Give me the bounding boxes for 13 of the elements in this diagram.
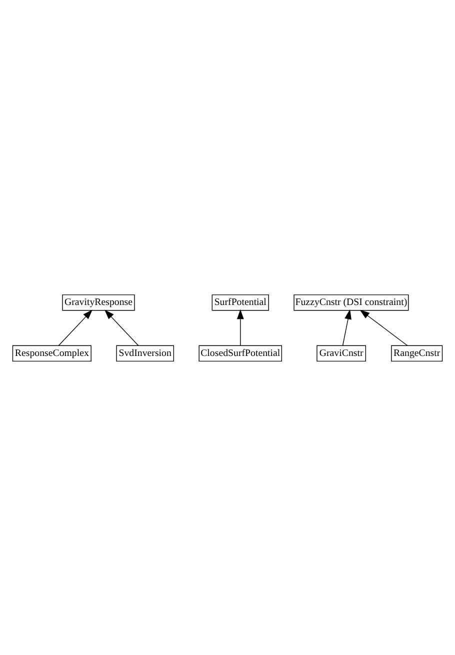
node-box: RangeCnstr bbox=[391, 344, 443, 362]
arrow bbox=[360, 309, 408, 346]
node-box: SvdInversion bbox=[116, 344, 174, 362]
arrow bbox=[342, 308, 352, 346]
node-box: SurfPotential bbox=[212, 294, 269, 310]
node-box: ClosedSurfPotential bbox=[198, 344, 282, 362]
node-box: GraviCnstr bbox=[316, 344, 366, 362]
arrow bbox=[104, 309, 139, 346]
arrow bbox=[236, 308, 244, 346]
node-box: FuzzyCnstr (DSI constraint) bbox=[294, 294, 409, 310]
node-box: ResponseComplex bbox=[12, 344, 92, 362]
arrow bbox=[58, 309, 93, 346]
node-box: GravityResponse bbox=[62, 294, 135, 310]
